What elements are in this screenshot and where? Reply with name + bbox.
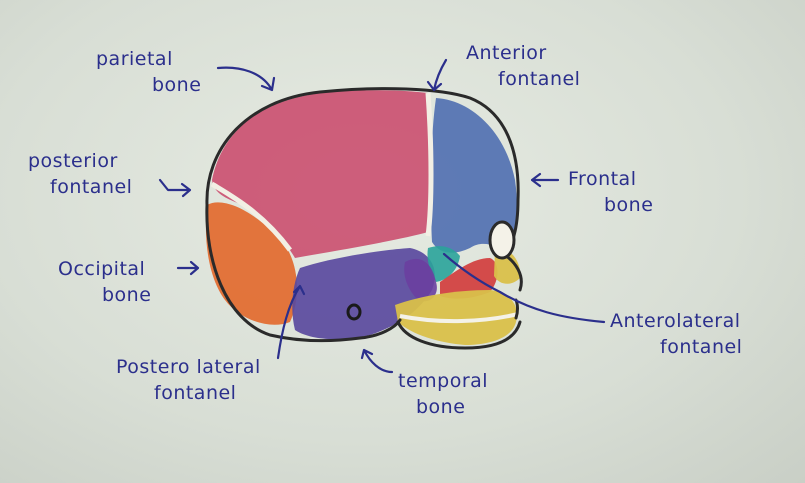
label-line: bone: [152, 74, 202, 96]
label-line: fontanel: [498, 68, 581, 90]
parietal-arrow: [216, 66, 276, 92]
frontal-arrow: [530, 172, 560, 188]
face-purple-region: [404, 258, 437, 302]
occipital-arrow: [176, 260, 200, 276]
temporal-arrow: [360, 348, 394, 374]
parietal-bone-region: [212, 90, 431, 258]
frontal-bone-region: [430, 98, 518, 253]
label-line: fontanel: [154, 382, 237, 404]
label-temporal-bone: temporal bone: [398, 368, 488, 420]
label-frontal-bone: Frontal bone: [568, 166, 653, 218]
face-red-region: [440, 258, 498, 299]
coronal-suture: [425, 92, 434, 237]
posterolateral-line: [276, 284, 306, 360]
occipital-bone-region: [205, 202, 297, 325]
label-line: parietal: [96, 48, 173, 70]
jaw-region: [395, 290, 517, 345]
label-anterolateral-fontanel: Anterolateral fontanel: [610, 308, 742, 360]
label-line: Frontal: [568, 168, 637, 190]
teeth-line: [399, 312, 519, 324]
label-line: Occipital: [58, 258, 146, 280]
label-line: Postero lateral: [116, 356, 261, 378]
label-line: bone: [102, 284, 152, 306]
label-parietal-bone: parietal bone: [96, 46, 201, 98]
label-line: temporal: [398, 370, 489, 392]
lambdoid-suture: [210, 181, 293, 252]
posterior-fontanel-arrow: [158, 178, 192, 198]
label-anterior-fontanel: Anterior fontanel: [466, 40, 580, 92]
label-line: posterior: [28, 150, 118, 172]
skull-outline: [205, 87, 523, 350]
label-line: Anterolateral: [610, 310, 741, 332]
label-posterior-fontanel: posterior fontanel: [28, 148, 132, 200]
face-teal-region: [427, 246, 460, 282]
label-line: bone: [416, 396, 466, 418]
anterior-fontanel-arrow: [426, 58, 448, 92]
label-line: bone: [604, 194, 654, 216]
eye-orbit: [488, 220, 516, 260]
ear-hole: [346, 303, 362, 321]
label-line: fontanel: [660, 336, 743, 358]
label-posterolateral-fontanel: Postero lateral fontanel: [116, 354, 261, 406]
label-occipital-bone: Occipital bone: [58, 256, 151, 308]
label-line: Anterior: [466, 42, 547, 64]
label-line: fontanel: [50, 176, 133, 198]
anterolateral-line: [442, 252, 606, 324]
